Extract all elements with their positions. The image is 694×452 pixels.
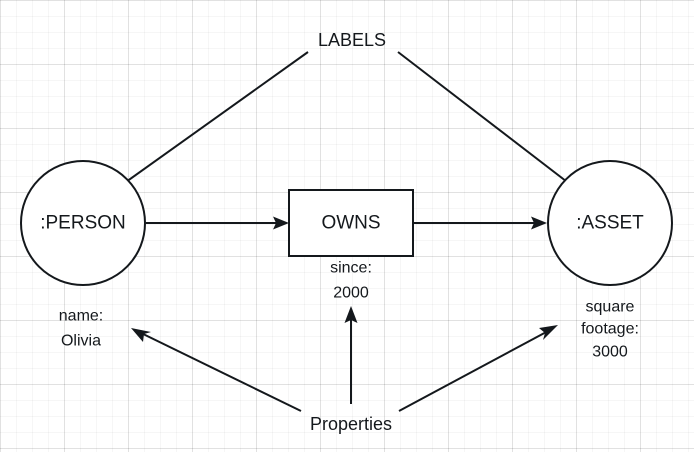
owns-property-key: since: bbox=[330, 260, 372, 277]
edge-properties-to-asset-props bbox=[398, 325, 558, 412]
relationship-owns[interactable]: OWNS bbox=[288, 189, 414, 257]
node-person[interactable]: :PERSON bbox=[20, 160, 146, 286]
person-properties: name: Olivia bbox=[59, 308, 103, 350]
asset-property-value: 3000 bbox=[592, 344, 628, 361]
node-asset-label: :ASSET bbox=[576, 213, 644, 234]
edge-properties-to-owns-props bbox=[344, 306, 358, 404]
edge-properties-to-person-props bbox=[131, 328, 302, 412]
owns-properties: since: 2000 bbox=[330, 260, 372, 302]
node-person-label: :PERSON bbox=[40, 213, 126, 234]
relationship-owns-label: OWNS bbox=[321, 213, 380, 234]
edge-labels-to-person bbox=[98, 51, 309, 202]
person-property-value: Olivia bbox=[61, 333, 101, 350]
node-asset[interactable]: :ASSET bbox=[547, 160, 673, 286]
owns-property-value: 2000 bbox=[333, 285, 369, 302]
properties-callout-text: Properties bbox=[310, 414, 392, 434]
edge-owns-to-asset bbox=[413, 216, 547, 230]
labels-callout-text: LABELS bbox=[318, 30, 386, 50]
person-property-key: name: bbox=[59, 308, 103, 325]
asset-property-key-line2: footage: bbox=[581, 321, 639, 338]
edge-person-to-owns bbox=[146, 216, 289, 230]
asset-property-key-line1: square bbox=[586, 299, 635, 316]
asset-properties: square footage: 3000 bbox=[581, 299, 639, 361]
